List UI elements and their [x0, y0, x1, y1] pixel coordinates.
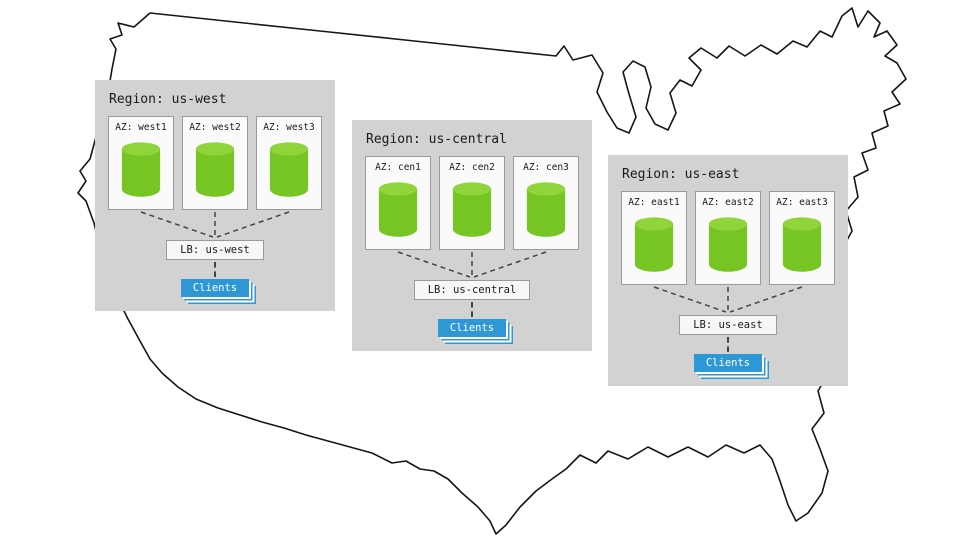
az-label: AZ: east3	[776, 197, 828, 208]
az-to-lb-connector	[653, 286, 803, 313]
lb-to-clients-connector	[214, 262, 216, 277]
az-box-cen2: AZ: cen2	[439, 156, 505, 250]
az-label: AZ: west1	[115, 122, 167, 133]
az-label: AZ: west2	[189, 122, 241, 133]
az-to-lb-connector	[397, 251, 547, 278]
database-cylinder-icon	[269, 142, 309, 197]
region-us-central: Region: us-central AZ: cen1 AZ: cen2 AZ:…	[352, 120, 592, 351]
az-label: AZ: east1	[628, 197, 680, 208]
az-box-east2: AZ: east2	[695, 191, 761, 285]
database-cylinder-icon	[378, 182, 418, 237]
az-box-east3: AZ: east3	[769, 191, 835, 285]
region-us-east: Region: us-east AZ: east1 AZ: east2 AZ: …	[608, 155, 848, 386]
az-box-west3: AZ: west3	[256, 116, 322, 210]
az-row: AZ: east1 AZ: east2 AZ: east3	[608, 191, 848, 285]
region-title: Region: us-central	[366, 132, 507, 147]
lb-to-clients-connector	[471, 302, 473, 317]
az-box-cen1: AZ: cen1	[365, 156, 431, 250]
database-cylinder-icon	[708, 217, 748, 272]
database-cylinder-icon	[452, 182, 492, 237]
database-cylinder-icon	[634, 217, 674, 272]
database-cylinder-icon	[526, 182, 566, 237]
az-row: AZ: west1 AZ: west2 AZ: west3	[95, 116, 335, 210]
az-box-west1: AZ: west1	[108, 116, 174, 210]
az-box-cen3: AZ: cen3	[513, 156, 579, 250]
region-us-west: Region: us-west AZ: west1 AZ: west2 AZ: …	[95, 80, 335, 311]
az-to-lb-connector	[140, 211, 290, 238]
az-label: AZ: cen2	[449, 162, 495, 173]
az-label: AZ: cen3	[523, 162, 569, 173]
load-balancer: LB: us-east	[679, 315, 777, 335]
clients-box: Clients	[437, 319, 507, 337]
database-cylinder-icon	[782, 217, 822, 272]
az-box-west2: AZ: west2	[182, 116, 248, 210]
load-balancer: LB: us-central	[413, 280, 531, 300]
database-cylinder-icon	[195, 142, 235, 197]
clients-box: Clients	[180, 279, 250, 297]
load-balancer: LB: us-west	[166, 240, 264, 260]
az-label: AZ: west3	[263, 122, 315, 133]
az-row: AZ: cen1 AZ: cen2 AZ: cen3	[352, 156, 592, 250]
region-title: Region: us-west	[109, 92, 227, 107]
clients-box: Clients	[693, 354, 763, 372]
region-title: Region: us-east	[622, 167, 740, 182]
az-label: AZ: east2	[702, 197, 754, 208]
az-label: AZ: cen1	[375, 162, 421, 173]
az-box-east1: AZ: east1	[621, 191, 687, 285]
database-cylinder-icon	[121, 142, 161, 197]
lb-to-clients-connector	[727, 337, 729, 352]
